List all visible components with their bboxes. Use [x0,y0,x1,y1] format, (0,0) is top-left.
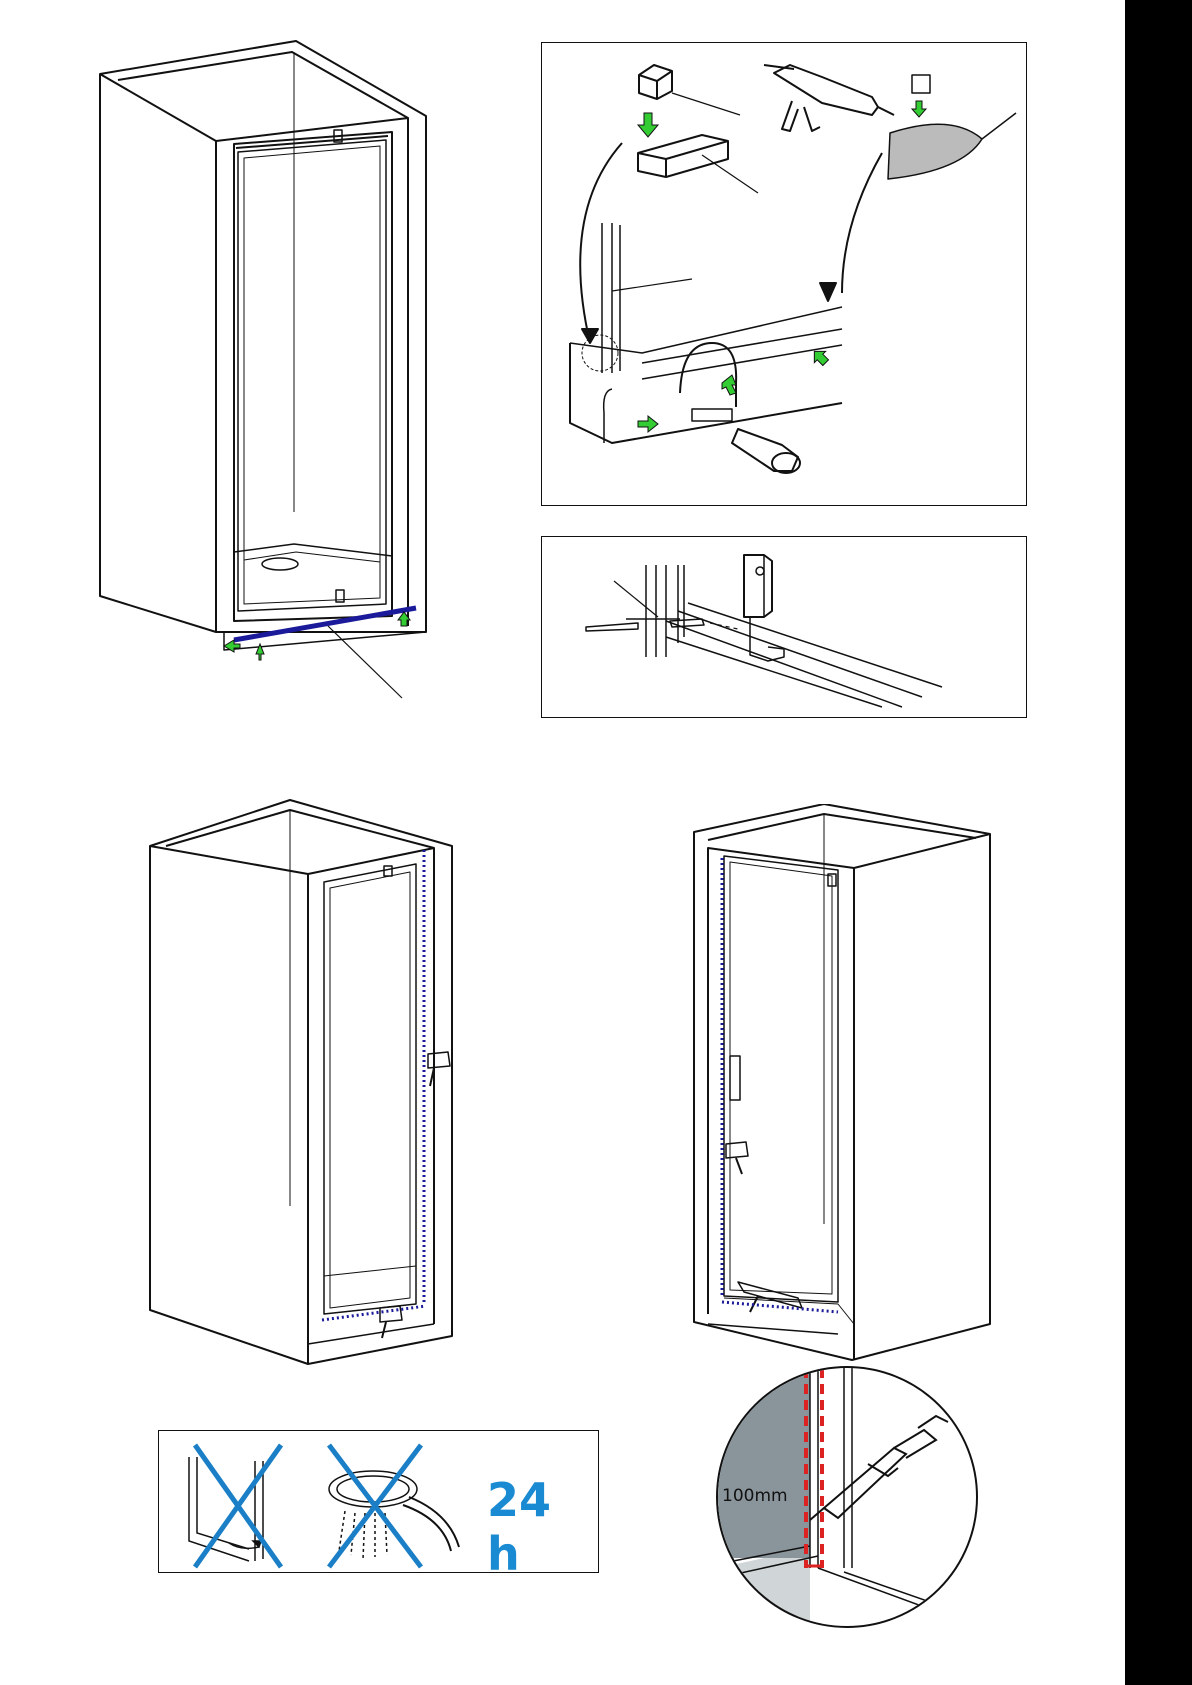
panel-hinge-screw [541,536,1027,718]
figure-enclosure-left-sealed [144,796,464,1376]
panel-curing-warning: 24 h [158,1430,599,1573]
figure-enclosure-right-sealed [688,804,1008,1374]
panel-plug-silicone [541,42,1027,506]
page-edge-bar [1125,0,1192,1685]
no-door-icon [189,1457,263,1561]
figure-enclosure-bottom-seal [96,36,436,756]
cure-time-label: 24 h [487,1473,598,1581]
zoom-circle: 100mm [716,1366,978,1628]
measure-label: 100mm [722,1486,788,1506]
